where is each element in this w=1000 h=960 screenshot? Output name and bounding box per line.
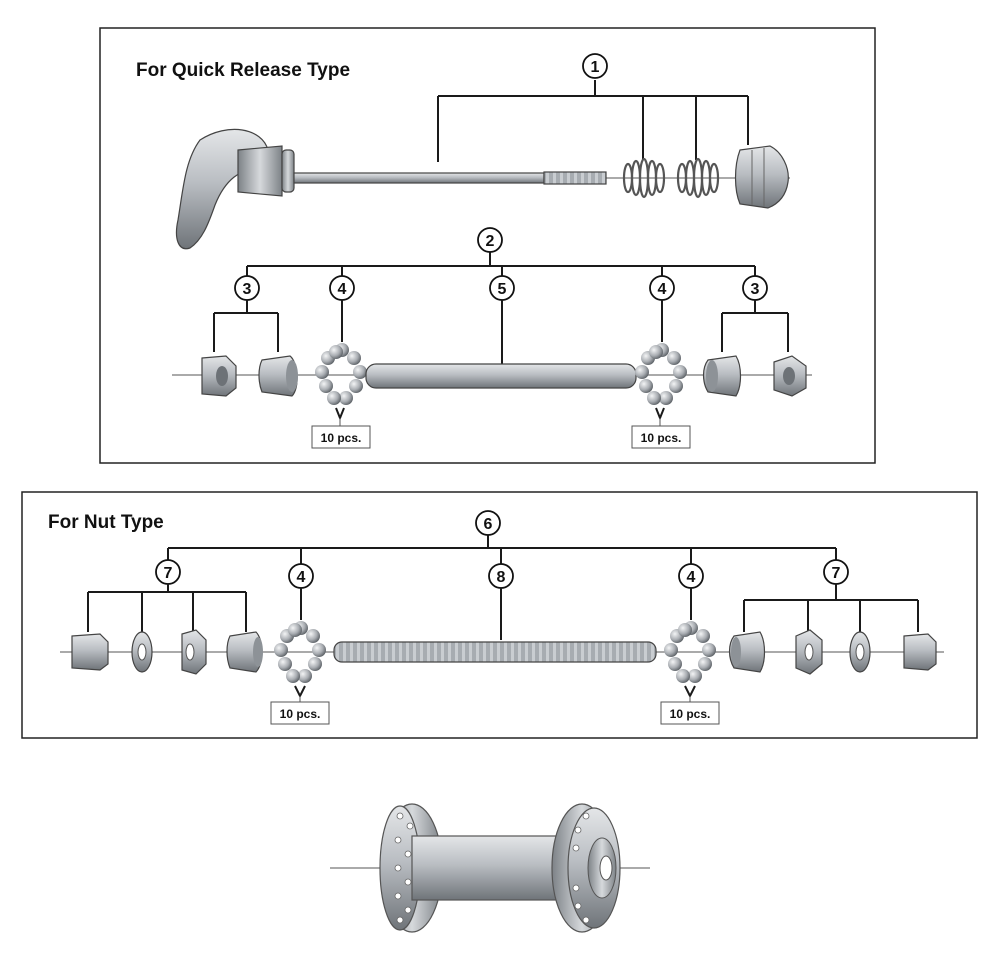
callout-3-right-label: 3 <box>751 281 760 298</box>
callout-6: 6 <box>475 510 501 536</box>
ball-bearing-icon <box>315 343 367 405</box>
callout-8: 8 <box>488 563 514 589</box>
nut-type-section: For Nut Type 6 7 4 <box>21 491 978 739</box>
callout-5-label: 5 <box>498 281 507 298</box>
callout-4-nut-left-label: 4 <box>297 569 306 586</box>
spring-icon <box>622 157 666 199</box>
callout-6-label: 6 <box>484 516 493 533</box>
cone-icon <box>226 631 263 673</box>
nut-type-frame <box>21 491 978 739</box>
callout-4-nut-left: 4 <box>288 563 314 589</box>
washer-icon <box>849 631 871 673</box>
callout-3-right: 3 <box>742 275 768 301</box>
callout-8-label: 8 <box>497 569 506 586</box>
callout-5: 5 <box>489 275 515 301</box>
callout-7-left-label: 7 <box>164 565 173 582</box>
qty-label-nut-right: 10 pcs. <box>670 707 711 721</box>
cone-icon <box>258 355 298 397</box>
ball-bearing-icon <box>274 621 326 683</box>
cone-icon <box>728 631 766 673</box>
nut-type-title: For Nut Type <box>48 512 164 533</box>
callout-3-left: 3 <box>234 275 260 301</box>
qty-label-nut-left: 10 pcs. <box>280 707 321 721</box>
quick-release-skewer-icon <box>175 128 790 250</box>
hex-nut-icon <box>181 629 207 675</box>
washer-icon <box>131 631 153 673</box>
qty-label-left: 10 pcs. <box>321 431 362 445</box>
qty-label-right: 10 pcs. <box>641 431 682 445</box>
callout-4-nut-right-label: 4 <box>687 569 696 586</box>
callout-4-nut-right: 4 <box>678 563 704 589</box>
callout-7-left: 7 <box>155 559 181 585</box>
spring-icon <box>676 157 720 199</box>
hex-nut-icon <box>903 633 937 671</box>
callout-2: 2 <box>477 227 503 253</box>
hub-body-icon <box>330 803 650 933</box>
callout-2-label: 2 <box>486 233 495 250</box>
callout-3-left-label: 3 <box>243 281 252 298</box>
callout-4-right-label: 4 <box>658 281 667 298</box>
callout-7-right: 7 <box>823 559 849 585</box>
axle-icon <box>333 641 657 663</box>
callout-4-left-label: 4 <box>338 281 347 298</box>
callout-1: 1 <box>582 53 608 79</box>
hex-nut-icon <box>71 633 109 671</box>
hex-nut-icon <box>201 355 237 397</box>
callout-1-label: 1 <box>591 59 600 76</box>
ball-bearing-icon <box>664 621 716 683</box>
quick-release-title: For Quick Release Type <box>136 60 350 81</box>
callout-7-right-label: 7 <box>832 565 841 582</box>
axle-icon <box>365 363 637 389</box>
hex-nut-icon <box>773 355 807 397</box>
ball-bearing-icon <box>635 343 687 405</box>
hex-nut-icon <box>795 629 823 675</box>
callout-4-right: 4 <box>649 275 675 301</box>
callout-4-left: 4 <box>329 275 355 301</box>
quick-release-section: For Quick Release Type 1 <box>99 27 876 464</box>
cone-icon <box>702 355 742 397</box>
cone-icon <box>734 145 789 209</box>
